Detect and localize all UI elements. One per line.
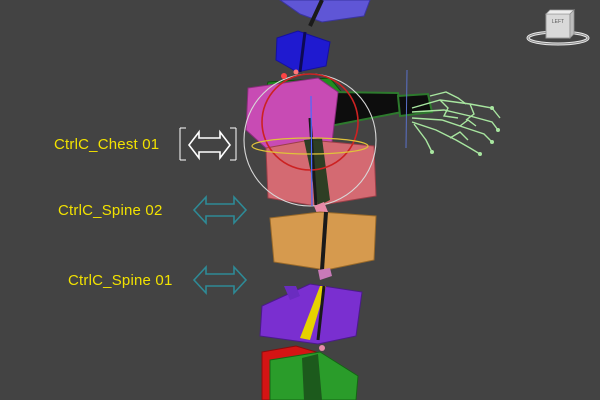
bone-neck-spine (298, 31, 307, 73)
label-spine-02-control: CtrlC_Spine 02 (58, 202, 163, 219)
bone-neck-top-spine (308, 0, 324, 27)
spine02-double-arrow-icon[interactable] (192, 194, 248, 226)
chest-pivot (281, 73, 287, 79)
bone-spine-01-yellow (300, 286, 326, 340)
chest-pivot-2 (293, 69, 299, 75)
bone-spine-01-spine (316, 285, 326, 341)
chest-double-arrow-icon[interactable] (179, 127, 237, 161)
bone-spine-02-spine (320, 211, 328, 271)
bone-neck-top[interactable] (279, 0, 371, 23)
bone-chest-lower-fin (304, 138, 330, 206)
bone-forearm[interactable] (396, 92, 434, 118)
chest-yellow-axis (251, 137, 369, 155)
bone-spine-01-left (284, 286, 300, 300)
spine-01-pivot (319, 345, 325, 351)
label-chest-control: CtrlC_Chest 01 (54, 136, 160, 153)
arm-guide-line (405, 69, 408, 149)
view-cube-face-label: LEFT (551, 19, 565, 25)
spine-control-ring[interactable] (261, 73, 359, 171)
spine-joint-marker-2 (318, 268, 332, 280)
label-spine-01-control: CtrlC_Spine 01 (68, 272, 173, 289)
spine01-double-arrow-icon[interactable] (192, 264, 248, 296)
hand-rig[interactable] (411, 91, 501, 155)
bone-pelvis-dark (302, 354, 322, 400)
bone-chest[interactable] (245, 77, 339, 151)
hand-joints (430, 106, 500, 156)
view-cube-icon[interactable]: LEFT (526, 8, 590, 52)
chest-axis-blue (310, 95, 313, 207)
